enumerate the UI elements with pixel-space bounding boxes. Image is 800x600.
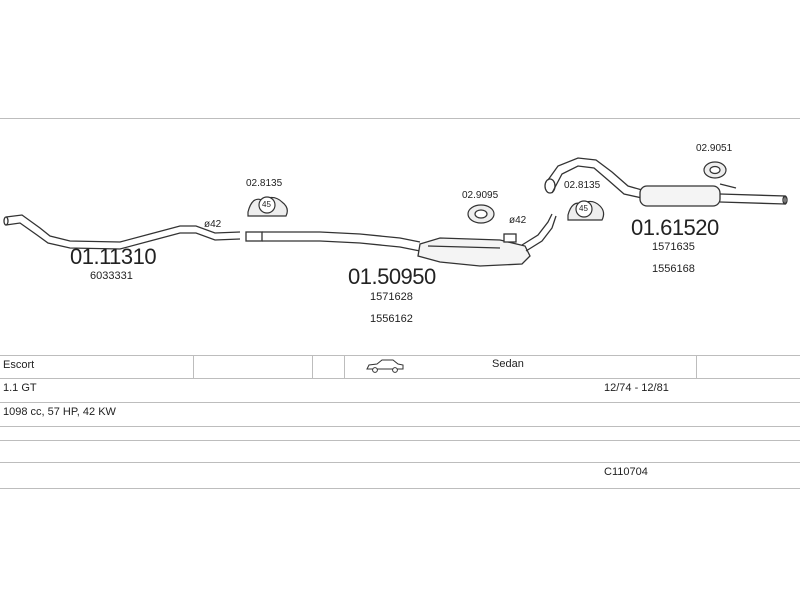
clamp-1-drawing: [247, 196, 288, 217]
hanger-2-number: 02.9051: [696, 143, 733, 154]
rear-silencer-oem-number-1: 1571635: [652, 241, 695, 253]
body-type: Sedan: [492, 358, 524, 370]
table-divider: [344, 355, 345, 378]
system-code: C110704: [604, 466, 648, 478]
clamp-1-number: 02.8135: [246, 178, 283, 189]
hanger-2-drawing: [703, 161, 727, 179]
bottom-border-line: [0, 488, 800, 489]
table-line: [0, 402, 800, 403]
middle-silencer-diameter: ø42: [509, 215, 527, 226]
exhaust-system-diagram: [3, 157, 788, 267]
middle-silencer-oem-number-1: 1571628: [370, 291, 413, 303]
vehicle-model: Escort: [3, 359, 35, 371]
table-line: [0, 355, 800, 356]
clamp-1-size: 45: [262, 200, 271, 209]
table-line: [0, 440, 800, 441]
rear-silencer-drawing: [544, 157, 788, 207]
front-pipe-drawing: [3, 214, 241, 250]
clamp-2-number: 02.8135: [564, 180, 601, 191]
middle-silencer-oem-number-2: 1556162: [370, 313, 413, 325]
top-border-line: [0, 118, 800, 119]
front-pipe-diameter: ø42: [204, 219, 222, 230]
rear-silencer-oem-number-2: 1556168: [652, 263, 695, 275]
rear-silencer-part-number: 01.61520: [631, 215, 719, 240]
front-pipe-part-number: 01.11310: [70, 244, 157, 269]
middle-silencer-part-number: 01.50950: [348, 264, 436, 289]
vehicle-version: 1.1 GT: [3, 382, 37, 394]
clamp-2-drawing: [567, 200, 605, 221]
table-line: [0, 426, 800, 427]
engine-specs: 1098 cc, 57 HP, 42 KW: [3, 406, 116, 418]
production-period: 12/74 - 12/81: [604, 382, 669, 394]
front-pipe-oem-number: 6033331: [90, 270, 133, 282]
hanger-1-number: 02.9095: [462, 190, 499, 201]
table-line: [0, 378, 800, 379]
table-divider: [193, 355, 194, 378]
table-divider: [696, 355, 697, 378]
middle-silencer-drawing: [245, 213, 557, 267]
hanger-1-drawing: [467, 204, 495, 224]
clamp-2-size: 45: [579, 204, 588, 213]
table-divider: [312, 355, 313, 378]
sedan-car-icon: [365, 358, 405, 379]
table-line: [0, 462, 800, 463]
